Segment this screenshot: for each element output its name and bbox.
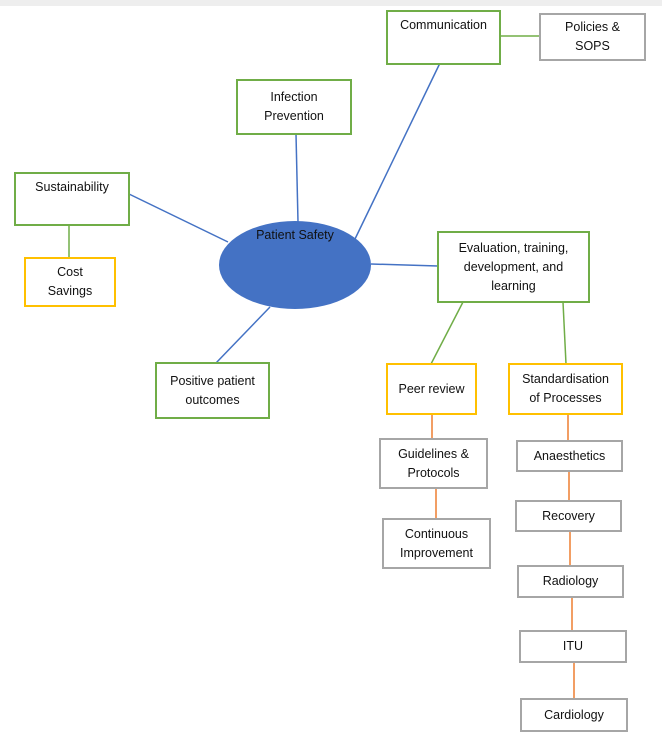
connector-center-sustainability — [128, 193, 229, 243]
patient-safety-label: Patient Safety — [256, 228, 334, 242]
node-guidelines-protocols: Guidelines & Protocols — [379, 438, 488, 489]
node-cardiology: Cardiology — [520, 698, 628, 732]
connector-center-positive — [215, 306, 271, 364]
node-radiology: Radiology — [517, 565, 624, 598]
node-evaluation-training: Evaluation, training, development, and l… — [437, 231, 590, 303]
node-itu: ITU — [519, 630, 627, 663]
patient-safety-ellipse — [219, 221, 371, 309]
node-continuous-improvement: Continuous Improvement — [382, 518, 491, 569]
node-standardisation: Standardisation of Processes — [508, 363, 623, 415]
node-cost-savings: Cost Savings — [24, 257, 116, 307]
node-recovery: Recovery — [515, 500, 622, 532]
connector-center-communication — [354, 62, 441, 240]
node-positive-outcomes: Positive patient outcomes — [155, 362, 270, 419]
node-anaesthetics: Anaesthetics — [516, 440, 623, 472]
node-infection-prevention: Infection Prevention — [236, 79, 352, 135]
connector-center-evaluation — [370, 263, 439, 267]
connector-evaluation-peer — [430, 301, 464, 365]
connector-evaluation-standardisation — [562, 301, 567, 365]
connector-center-infection — [295, 133, 299, 223]
node-sustainability: Sustainability — [14, 172, 130, 226]
node-policies-sops: Policies & SOPS — [539, 13, 646, 61]
node-peer-review: Peer review — [386, 363, 477, 415]
node-communication: Communication — [386, 10, 501, 65]
top-edge — [0, 0, 662, 6]
